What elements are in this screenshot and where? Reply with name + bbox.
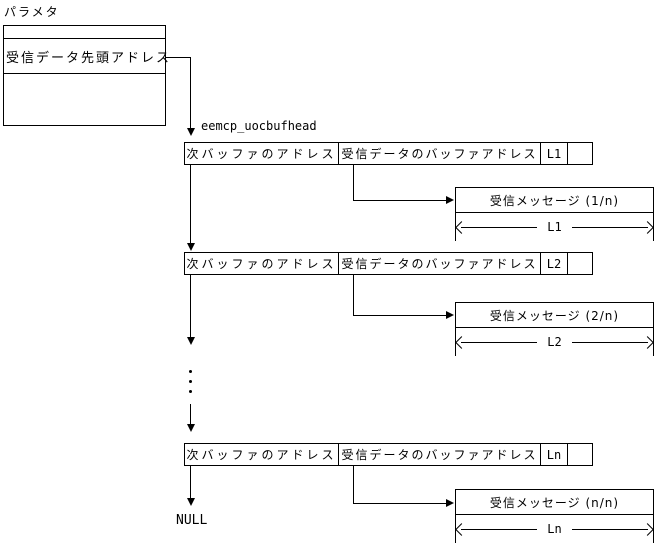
chain-vline (190, 404, 191, 424)
param-row-empty-bottom (4, 74, 165, 125)
message-length-dimension-1: L1 (455, 213, 654, 241)
bufhead-label: eemcp_uocbufhead (201, 119, 317, 133)
dim-line (461, 341, 538, 343)
next-buffer-address-cell: 次バッファのアドレス (185, 253, 339, 274)
chain-vline (190, 165, 191, 243)
down-arrow-icon (187, 424, 195, 432)
down-arrow-icon (187, 128, 195, 136)
ellipsis-dot (189, 380, 192, 383)
data-buffer-address-cell: 受信データのバッファアドレス (339, 143, 541, 164)
length-cell: L1 (541, 143, 568, 164)
dim-arrow-right-icon (641, 335, 654, 349)
buffer-node-row-2: 次バッファのアドレス 受信データのバッファアドレス L2 (184, 252, 593, 275)
param-connector-hline (166, 57, 191, 58)
buffer-node-row-1: 次バッファのアドレス 受信データのバッファアドレス L1 (184, 142, 593, 165)
param-connector-vline (190, 57, 191, 128)
dim-arrow-right-icon (641, 522, 654, 536)
pointer-vline (353, 275, 354, 315)
right-arrow-icon (446, 499, 454, 507)
pointer-hline (353, 200, 446, 201)
dim-label: Ln (547, 522, 562, 536)
pointer-hline (353, 315, 446, 316)
next-buffer-address-cell: 次バッファのアドレス (185, 444, 339, 465)
length-cell: L2 (541, 253, 568, 274)
param-box: 受信データ先頭アドレス (3, 25, 169, 126)
dim-line (571, 226, 649, 228)
param-row-head-address: 受信データ先頭アドレス (4, 39, 169, 74)
reserved-cell (568, 253, 592, 274)
pointer-hline (353, 503, 446, 504)
pointer-vline (353, 165, 354, 200)
right-arrow-icon (446, 196, 454, 204)
param-title: パラメタ (4, 5, 60, 19)
null-label: NULL (176, 513, 208, 528)
pointer-vline (353, 466, 354, 503)
reserved-cell (568, 143, 592, 164)
down-arrow-icon (187, 337, 195, 345)
receive-message-box-1: 受信メッセージ (1/n) (455, 187, 654, 213)
chain-vline (190, 275, 191, 337)
dim-line (571, 528, 649, 530)
data-buffer-address-cell: 受信データのバッファアドレス (339, 444, 541, 465)
dim-line (571, 341, 649, 343)
dim-arrow-right-icon (641, 220, 654, 234)
dim-label: L2 (547, 335, 562, 349)
message-length-dimension-n: Ln (455, 515, 654, 543)
dim-arrow-left-icon (455, 220, 468, 234)
ellipsis-dot (189, 390, 192, 393)
reserved-cell (568, 444, 592, 465)
dim-label: L1 (547, 220, 562, 234)
dim-line (461, 226, 538, 228)
ellipsis-dot (189, 370, 192, 373)
chain-vline (190, 466, 191, 498)
receive-message-box-n: 受信メッセージ (n/n) (455, 489, 654, 515)
dim-arrow-left-icon (455, 522, 468, 536)
dim-line (461, 528, 538, 530)
right-arrow-icon (446, 311, 454, 319)
next-buffer-address-cell: 次バッファのアドレス (185, 143, 339, 164)
param-row-empty-top (4, 26, 165, 39)
message-length-dimension-2: L2 (455, 328, 654, 356)
length-cell: Ln (541, 444, 568, 465)
buffer-node-row-n: 次バッファのアドレス 受信データのバッファアドレス Ln (184, 443, 593, 466)
dim-arrow-left-icon (455, 335, 468, 349)
data-buffer-address-cell: 受信データのバッファアドレス (339, 253, 541, 274)
down-arrow-icon (187, 498, 195, 506)
receive-message-box-2: 受信メッセージ (2/n) (455, 302, 654, 328)
down-arrow-icon (187, 243, 195, 251)
